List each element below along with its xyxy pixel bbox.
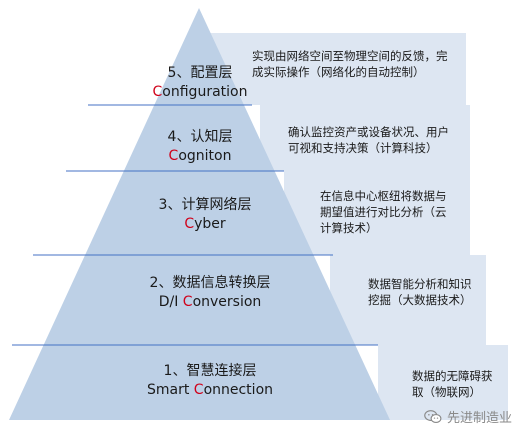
pyramid-shape: [9, 8, 390, 420]
watermark: 先进制造业: [424, 407, 512, 426]
level-3-name-en-rest: yber: [194, 216, 226, 232]
level-3-accent-letter: C: [184, 216, 195, 232]
level-4-description-text: 确认监控资产或设备状况、用户可视和支持决策（计算科技）: [288, 125, 449, 155]
level-2-label: 2、数据信息转换层 D/I Conversion: [100, 274, 320, 312]
level-1-label: 1、智慧连接层 Smart Connection: [100, 362, 320, 400]
level-5-name-en: Configuration: [110, 83, 290, 102]
level-2-name-en-rest: onversion: [192, 294, 262, 310]
level-5-description-text: 实现由网络空间至物理空间的反馈，完成实际操作（网络化的自动控制）: [252, 49, 448, 79]
level-1-name-cn: 1、智慧连接层: [163, 363, 257, 379]
level-1-description: 数据的无障碍获取（物联网）: [404, 362, 504, 406]
level-4-name-en-rest: ogniton: [178, 148, 232, 164]
level-2-name-en: D/I Conversion: [100, 293, 320, 312]
level-4-name-en: Cogniton: [110, 147, 290, 166]
desc-box-bg-1: [378, 345, 508, 420]
level-1-name-en: Smart Connection: [100, 381, 320, 400]
level-2-description: 数据智能分析和知识挖掘（大数据技术）: [360, 270, 484, 314]
level-3-description-text: 在信息中心枢纽将数据与期望值进行对比分析（云计算技术）: [320, 189, 447, 235]
level-4-name-cn: 4、认知层: [167, 129, 233, 145]
watermark-text: 先进制造业: [446, 411, 512, 426]
wechat-icon: [424, 409, 442, 423]
level-5-label: 5、配置层 Configuration: [110, 64, 290, 102]
level-4-label: 4、认知层 Cogniton: [110, 128, 290, 166]
level-2-accent-letter: C: [182, 294, 193, 310]
desc-box-bg-4: [260, 105, 470, 171]
level-3-name-en: Cyber: [110, 215, 300, 234]
level-2-name-cn: 2、数据信息转换层: [149, 275, 271, 291]
level-4-description: 确认监控资产或设备状况、用户可视和支持决策（计算科技）: [280, 118, 466, 162]
level-1-name-en-rest: onnection: [203, 382, 274, 398]
level-3-description: 在信息中心枢纽将数据与期望值进行对比分析（云计算技术）: [312, 182, 462, 242]
level-5-accent-letter: C: [152, 84, 163, 100]
level-3-name-cn: 3、计算网络层: [158, 197, 252, 213]
desc-box-bg-3: [284, 171, 470, 255]
level-1-accent-letter: C: [193, 382, 204, 398]
desc-box-bg-2: [330, 255, 486, 345]
level-1-description-text: 数据的无障碍获取（物联网）: [412, 369, 493, 399]
level-1-name-en-prefix: Smart: [146, 382, 194, 398]
level-5-name-en-rest: onfiguration: [162, 84, 248, 100]
level-2-name-en-prefix: D/I: [158, 294, 183, 310]
level-4-accent-letter: C: [168, 148, 179, 164]
level-2-description-text: 数据智能分析和知识挖掘（大数据技术）: [368, 277, 472, 307]
desc-box-bg-5: [210, 33, 466, 105]
level-3-label: 3、计算网络层 Cyber: [110, 196, 300, 234]
level-5-description: 实现由网络空间至物理空间的反馈，完成实际操作（网络化的自动控制）: [244, 42, 464, 86]
level-5-name-cn: 5、配置层: [167, 65, 233, 81]
